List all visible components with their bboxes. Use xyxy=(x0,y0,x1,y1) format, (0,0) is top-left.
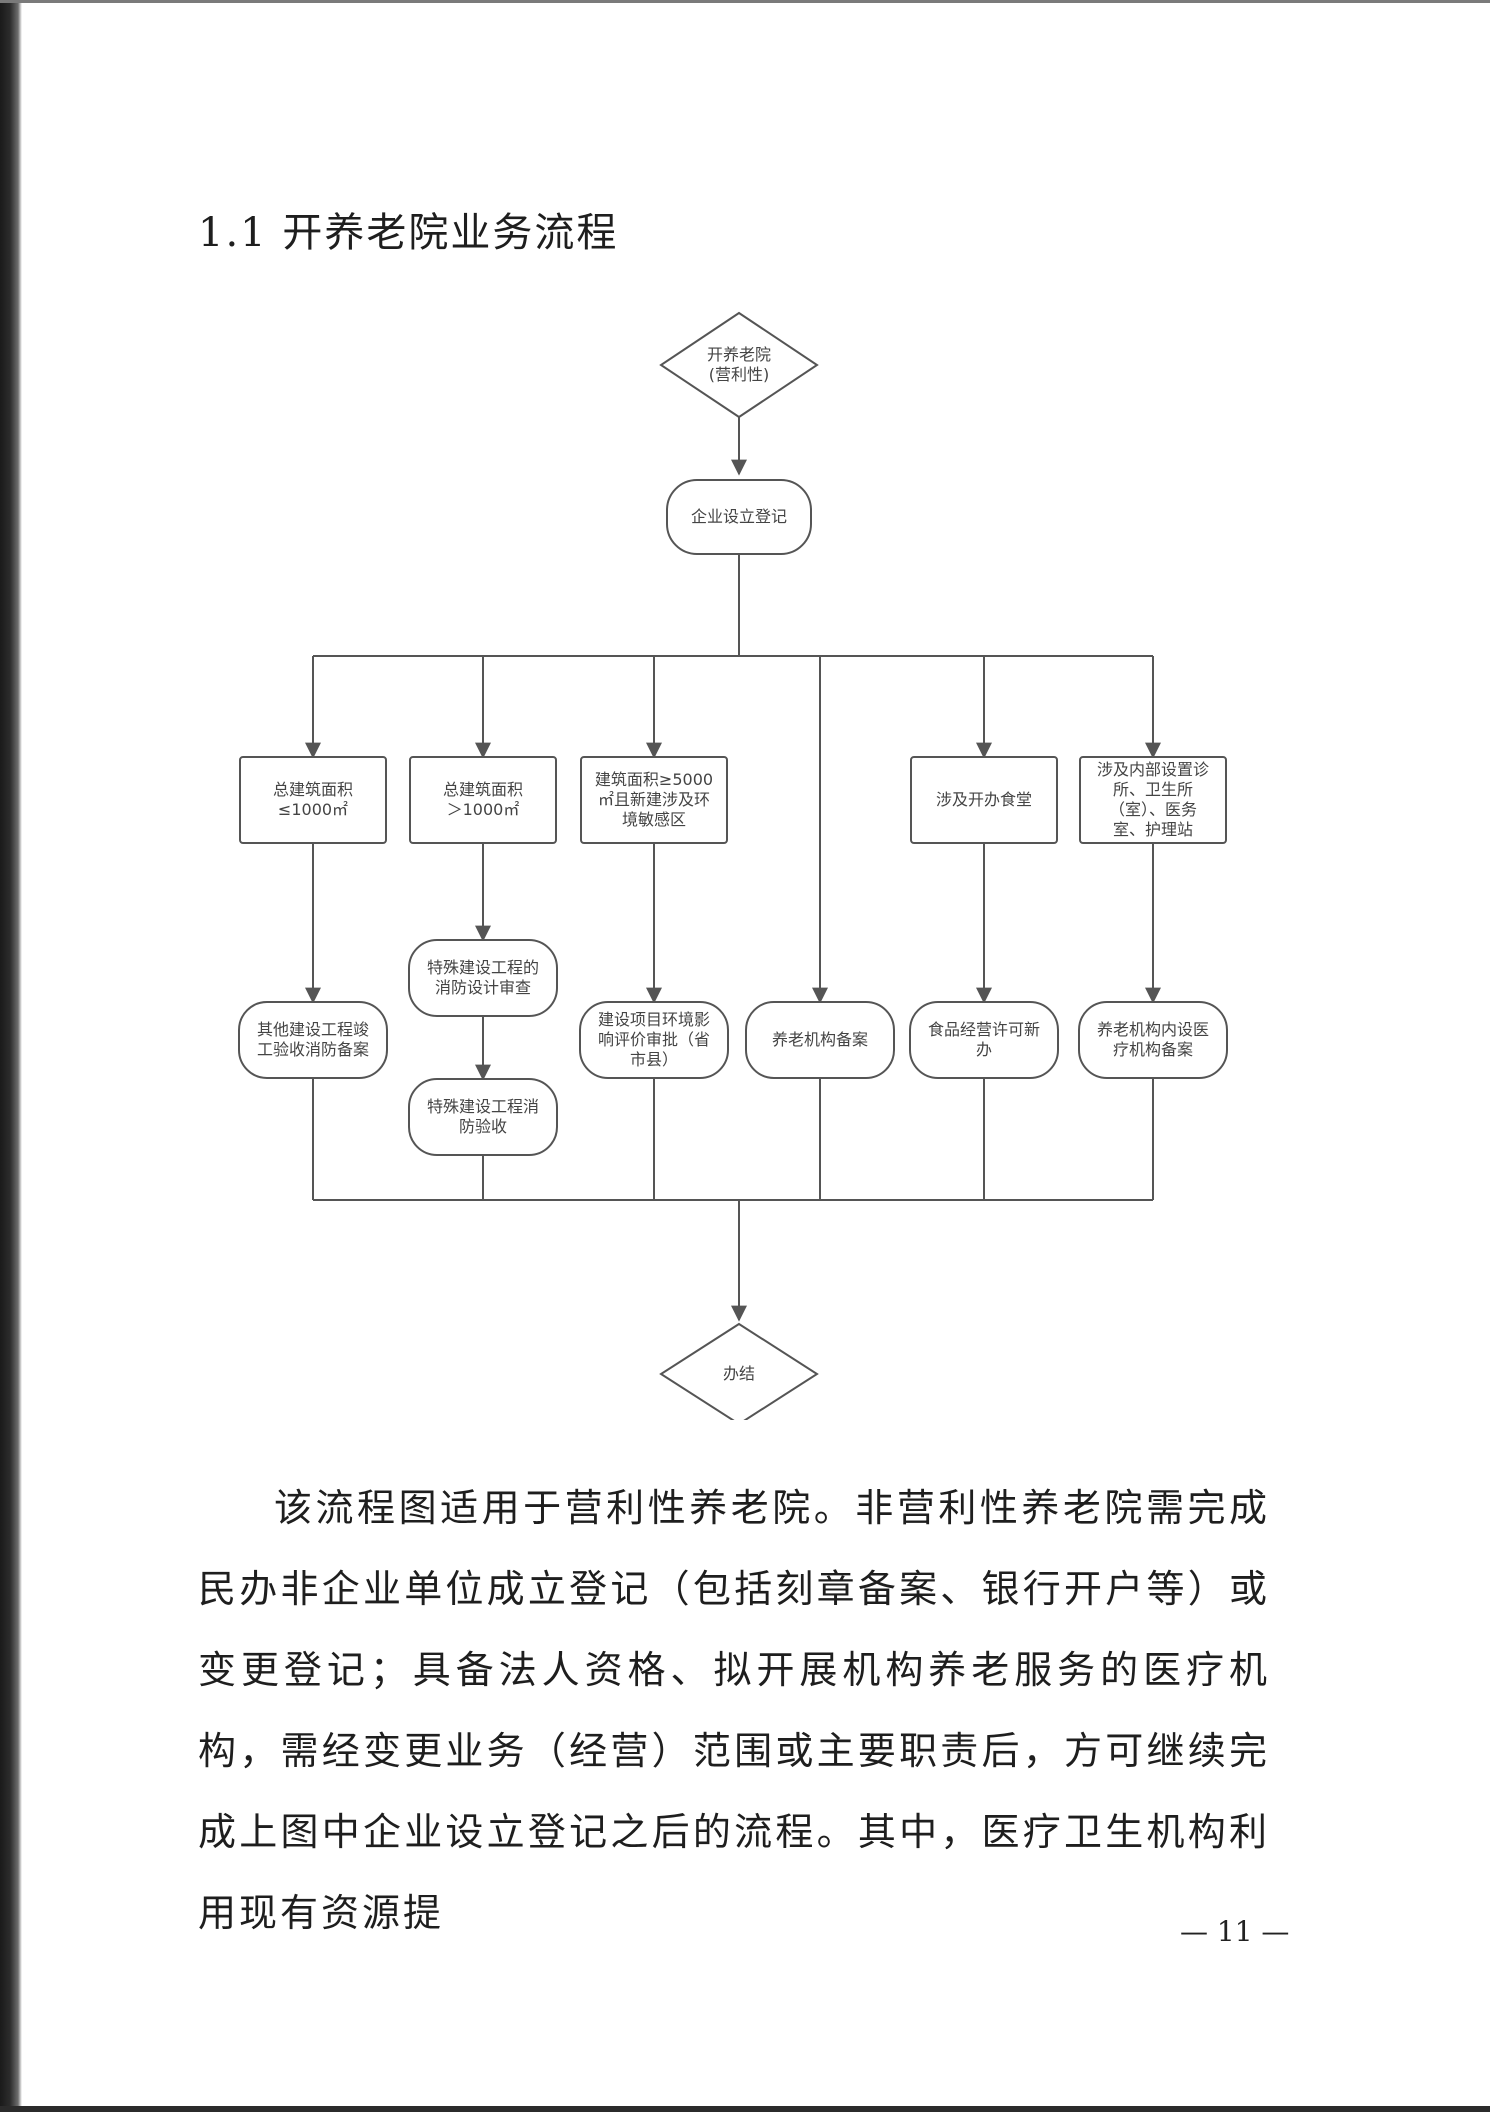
body-paragraph: 该流程图适用于营利性养老院。非营利性养老院需完成民办非企业单位成立登记（包括刻章… xyxy=(198,1486,1270,1935)
condition-node-5-shape xyxy=(1079,756,1227,844)
step-node-3-0: 养老机构备案 xyxy=(771,1030,868,1049)
scan-edge-top xyxy=(0,0,1490,3)
condition-node-2: 建筑面积≥5000 ㎡且新建涉及环 境敏感区 xyxy=(594,770,714,829)
step-node-1-1: 特殊建设工程消 防验收 xyxy=(426,1097,539,1136)
condition-node-1: 总建筑面积 ＞1000㎡ xyxy=(442,780,523,819)
step-node-0-0: 其他建设工程竣 工验收消防备案 xyxy=(256,1020,369,1059)
condition-node-0: 总建筑面积 ≤1000㎡ xyxy=(272,780,353,819)
step-node-1-0-shape xyxy=(408,939,558,1017)
step-node-5-0: 养老机构内设医 疗机构备案 xyxy=(1096,1020,1209,1059)
condition-node-1-shape xyxy=(409,756,557,844)
condition-node-0-shape xyxy=(239,756,387,844)
step-node-4-0: 食品经营许可新 办 xyxy=(927,1020,1040,1059)
step-node-2-0: 建设项目环境影 响评价审批（省 市县） xyxy=(597,1010,710,1069)
section-title: 1.1 开养老院业务流程 xyxy=(198,210,619,256)
register-node: 企业设立登记 xyxy=(690,507,787,526)
register-node-shape xyxy=(666,479,812,555)
start-node: 开养老院 (营利性) xyxy=(706,344,771,384)
end-node-shape xyxy=(659,1322,819,1420)
condition-node-5: 涉及内部设置诊 所、卫生所 （室）、医务 室、护理站 xyxy=(1096,760,1209,839)
start-node-shape xyxy=(659,311,819,419)
step-node-1-0: 特殊建设工程的 消防设计审查 xyxy=(426,958,539,997)
step-node-0-0-shape xyxy=(238,1001,388,1079)
step-node-4-0-shape xyxy=(909,1001,1059,1079)
step-node-2-0-shape xyxy=(579,1001,729,1079)
step-node-3-0-shape xyxy=(745,1001,895,1079)
condition-node-2-shape xyxy=(580,756,728,844)
condition-node-4: 涉及开办食堂 xyxy=(935,790,1032,809)
page-number: — 11 — xyxy=(1180,1915,1290,1948)
step-node-5-0-shape xyxy=(1078,1001,1228,1079)
flowchart xyxy=(238,311,1228,1420)
end-node: 办结 xyxy=(722,1364,755,1383)
scan-edge-bottom xyxy=(0,2106,1490,2112)
condition-node-4-shape xyxy=(910,756,1058,844)
scan-edge-left xyxy=(0,0,22,2112)
step-node-1-1-shape xyxy=(408,1078,558,1156)
